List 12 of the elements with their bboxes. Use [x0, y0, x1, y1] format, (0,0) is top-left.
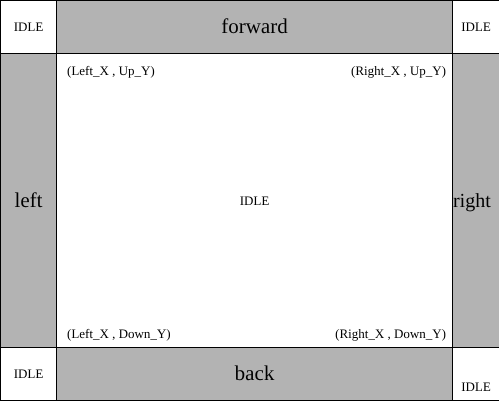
coordinate-label: (Left_X , Down_Y) [67, 324, 171, 343]
direction-cell: left [1, 54, 57, 348]
coordinate-label: (Right_X , Up_Y) [351, 62, 446, 80]
direction-cell: forward [57, 1, 453, 54]
direction-cell: right [453, 54, 499, 348]
state-cell: IDLE [1, 1, 57, 54]
state-label: IDLE [238, 192, 270, 210]
coordinate-label: (Left_X , Up_Y) [67, 62, 155, 80]
center-region [57, 54, 453, 348]
state-cell: IDLE [1, 348, 57, 401]
direction-cell: back [57, 348, 453, 401]
coordinate-label: (Right_X , Down_Y) [335, 324, 446, 343]
